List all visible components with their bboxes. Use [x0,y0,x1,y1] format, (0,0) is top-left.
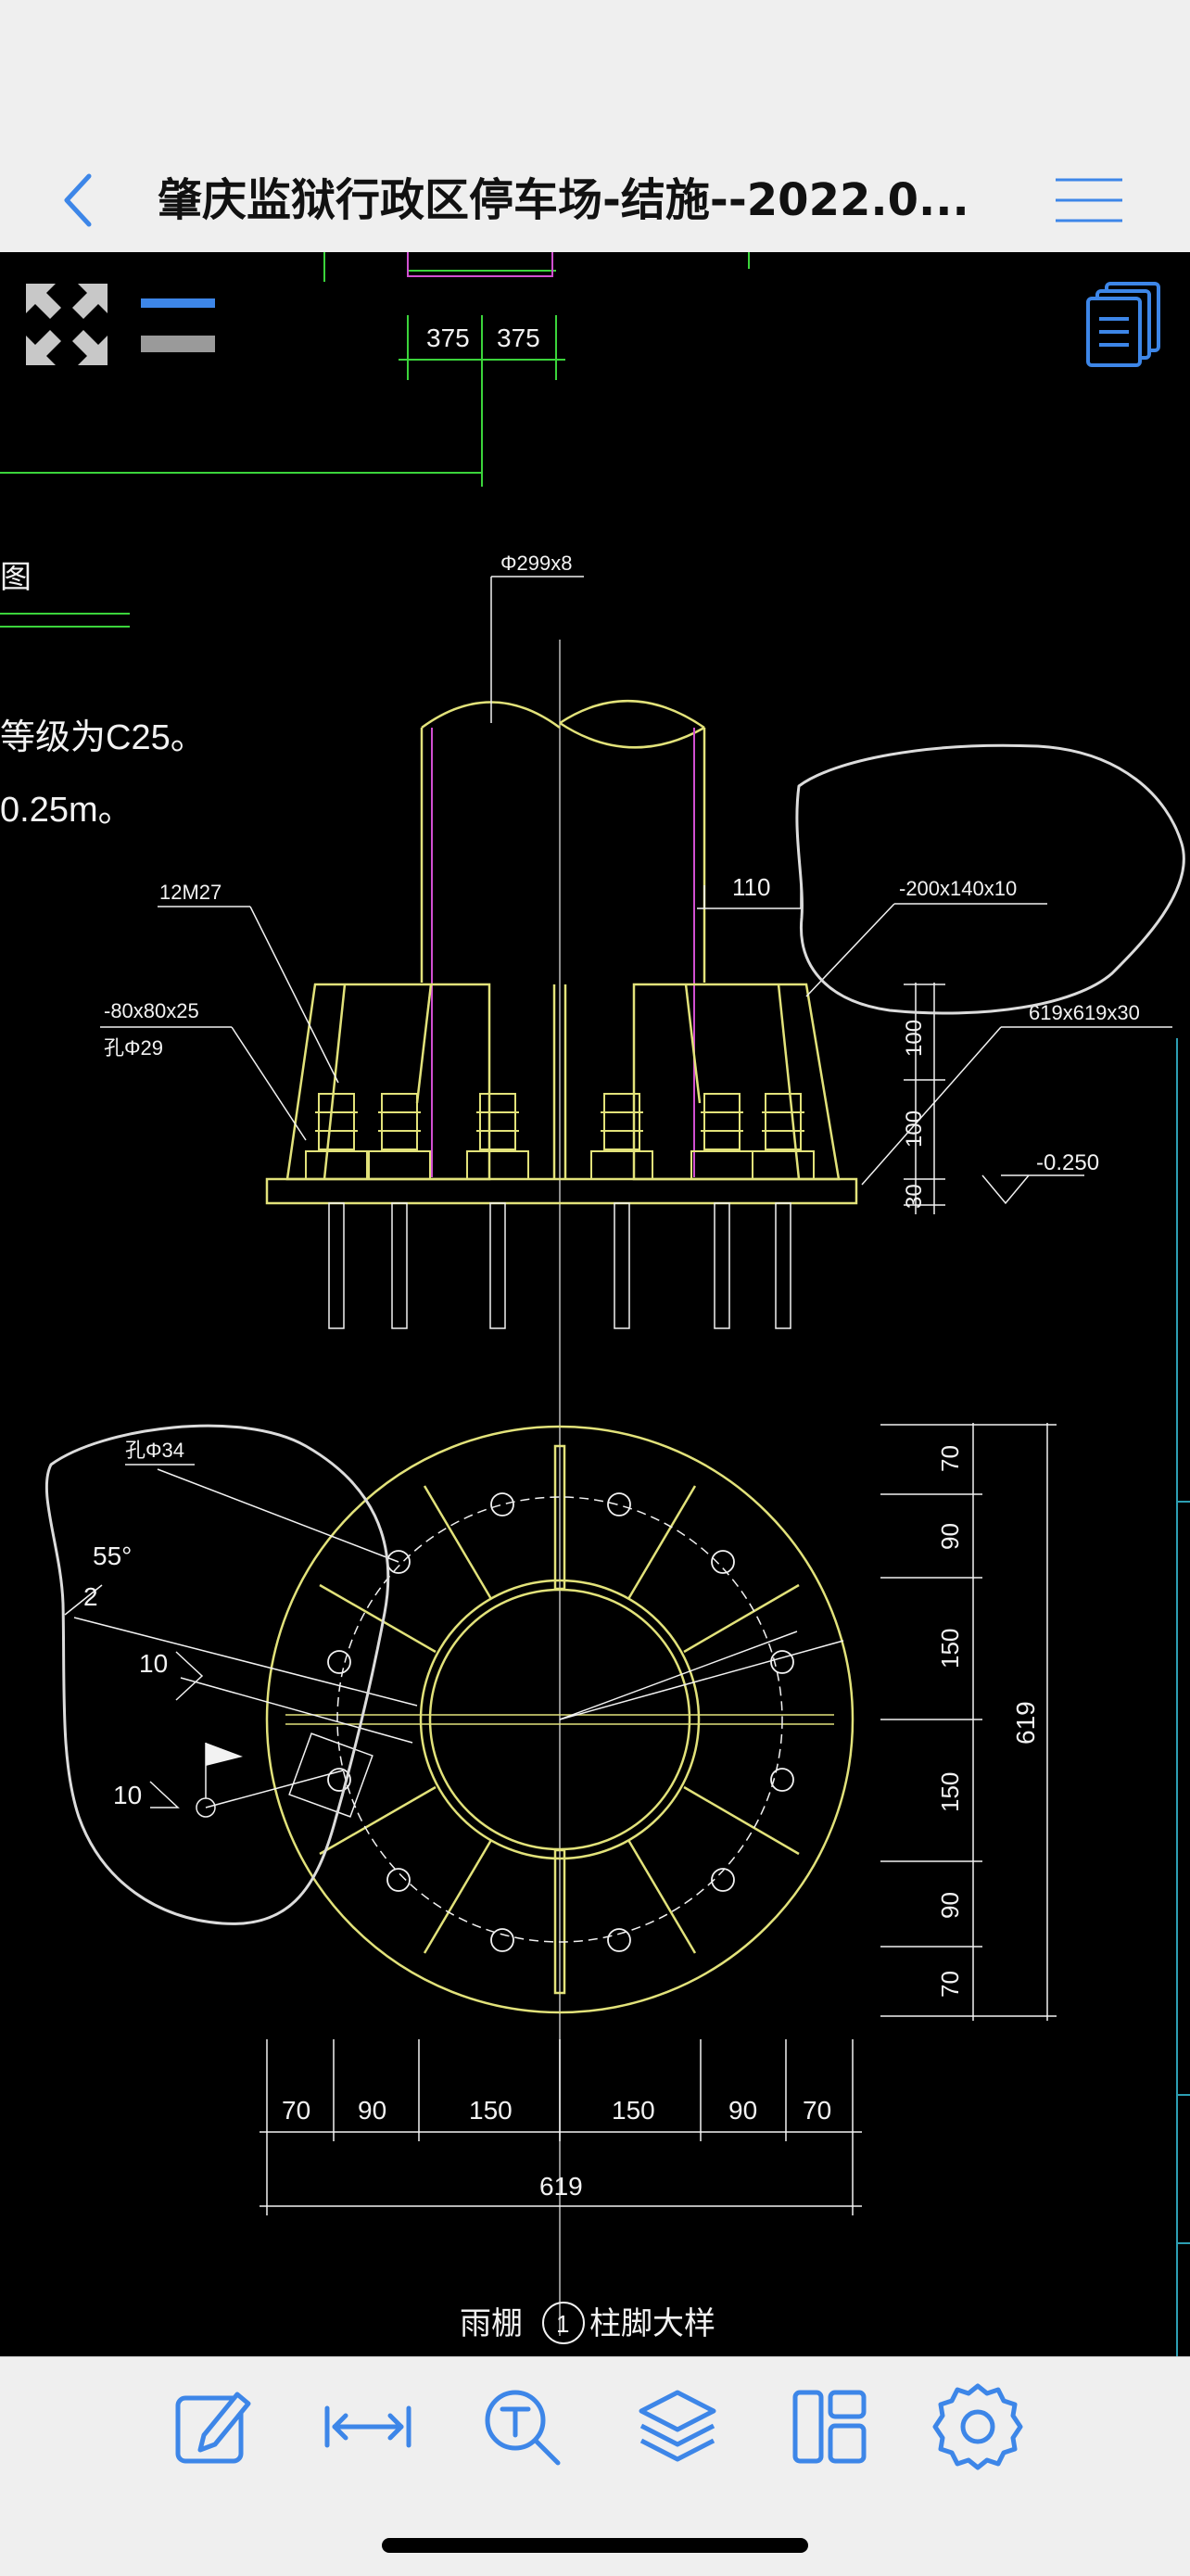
settings-gear-icon [932,2383,1023,2470]
settings-button[interactable] [927,2376,1029,2478]
caption-right: 柱脚大样 [589,2306,715,2341]
top-dimension-fragment [0,252,750,628]
bolt-circle [336,1496,783,1943]
right-dim-1: 70 [936,1445,964,1472]
note-depth: 0.25m。 [0,791,133,830]
text-search-icon [485,2390,561,2466]
layout-icon [792,2390,867,2464]
hand-drawn-loop-bottom [44,1424,390,1925]
weld-size-10a: 10 [139,1649,168,1678]
edit-note-icon [175,2392,251,2464]
back-button[interactable] [48,148,108,252]
plan-leaders [64,1464,844,1818]
vert-dim-3: 30 [902,1184,927,1209]
bottom-dim-1: 70 [282,2096,310,2125]
elevation-leaders [100,885,1172,1214]
hamburger-icon [1056,178,1122,222]
detail-circle [542,2302,585,2344]
right-dim-4: 150 [936,1772,964,1812]
note-concrete: 等级为C25。 [0,718,206,757]
pipe-leader [490,576,584,723]
cad-drawing: 375 375 图 等级为C25。 0.25m。 Φ299x8 [0,252,1190,2356]
base-plate-elevation [265,1177,858,1205]
chevron-left-icon [64,173,92,227]
dim-110: 110 [732,873,770,901]
cad-drawing-canvas[interactable]: 375 375 图 等级为C25。 0.25m。 Φ299x8 [0,252,1190,2356]
bottom-dim-4: 150 [612,2096,655,2125]
right-dim-2: 90 [936,1523,964,1550]
elevation-label: -0.250 [1036,1150,1099,1175]
hand-drawn-loop-top [795,743,1185,1015]
bolt-shanks [328,1202,791,1329]
layout-pages-button[interactable] [1079,278,1171,371]
base-plate-plan [265,1425,855,2014]
weld-flag [206,1743,243,1766]
plate-label: 619x619x30 [1029,1001,1140,1024]
anchor-bolts [305,1093,815,1180]
home-indicator [382,2538,808,2553]
right-dimension-lines [880,1423,1057,2021]
pipe-elevation [420,700,706,983]
pipe-label: Φ299x8 [500,552,573,575]
drawing-title: 肇庆监狱行政区停车场-结施--2022.0... [158,174,969,226]
line-weight-button[interactable] [137,287,219,362]
angle-label: 55° [93,1542,132,1570]
line-weight-icon [141,298,215,352]
bottom-dim-total: 619 [539,2172,583,2201]
right-dim-total: 619 [1011,1701,1040,1745]
status-area [0,0,1190,148]
layers-icon [639,2390,716,2462]
right-dim-5: 90 [936,1892,964,1919]
pipe-inner-walls [431,728,695,1177]
caption-left: 雨棚 [460,2306,523,2341]
vert-dim-1: 100 [902,1020,927,1057]
bottom-dim-3: 150 [469,2096,513,2125]
measure-button[interactable] [317,2376,419,2478]
hole-label: 孔Φ34 [125,1439,184,1462]
rib-label: -200x140x10 [899,877,1017,900]
sheet-border [1176,1038,1190,2356]
vert-dim-2: 100 [902,1110,927,1148]
top-dim-right: 375 [497,324,540,352]
expand-arrows-icon [26,284,108,365]
bottom-dim-6: 70 [803,2096,831,2125]
washer-hole-label: 孔Φ29 [104,1036,163,1060]
menu-button[interactable] [1047,148,1131,252]
layout-button[interactable] [779,2376,880,2478]
top-column-fragment [407,252,553,277]
right-dim-3: 150 [936,1629,964,1669]
layout-pages-icon [1086,282,1160,367]
layers-button[interactable] [627,2376,728,2478]
section-mark-left: 图 [0,560,32,595]
bottom-dimension-lines [260,2039,862,2215]
washer-label: -80x80x25 [104,999,199,1022]
weld-size-10b: 10 [113,1781,142,1809]
caption-number: 1 [556,2310,569,2338]
top-dim-left: 375 [426,324,470,352]
stiffener-ribs [285,983,841,1181]
edit-note-button[interactable] [161,2376,263,2478]
bottom-dim-2: 90 [358,2096,386,2125]
text-search-button[interactable] [471,2376,573,2478]
navigation-bar: 肇庆监狱行政区停车场-结施--2022.0... [0,148,1190,253]
bottom-dim-5: 90 [728,2096,757,2125]
right-dim-6: 70 [936,1971,964,1998]
fullscreen-button[interactable] [19,276,115,373]
weld-size-2: 2 [83,1582,98,1611]
measure-icon [324,2405,411,2448]
bolt-label: 12M27 [159,881,222,904]
